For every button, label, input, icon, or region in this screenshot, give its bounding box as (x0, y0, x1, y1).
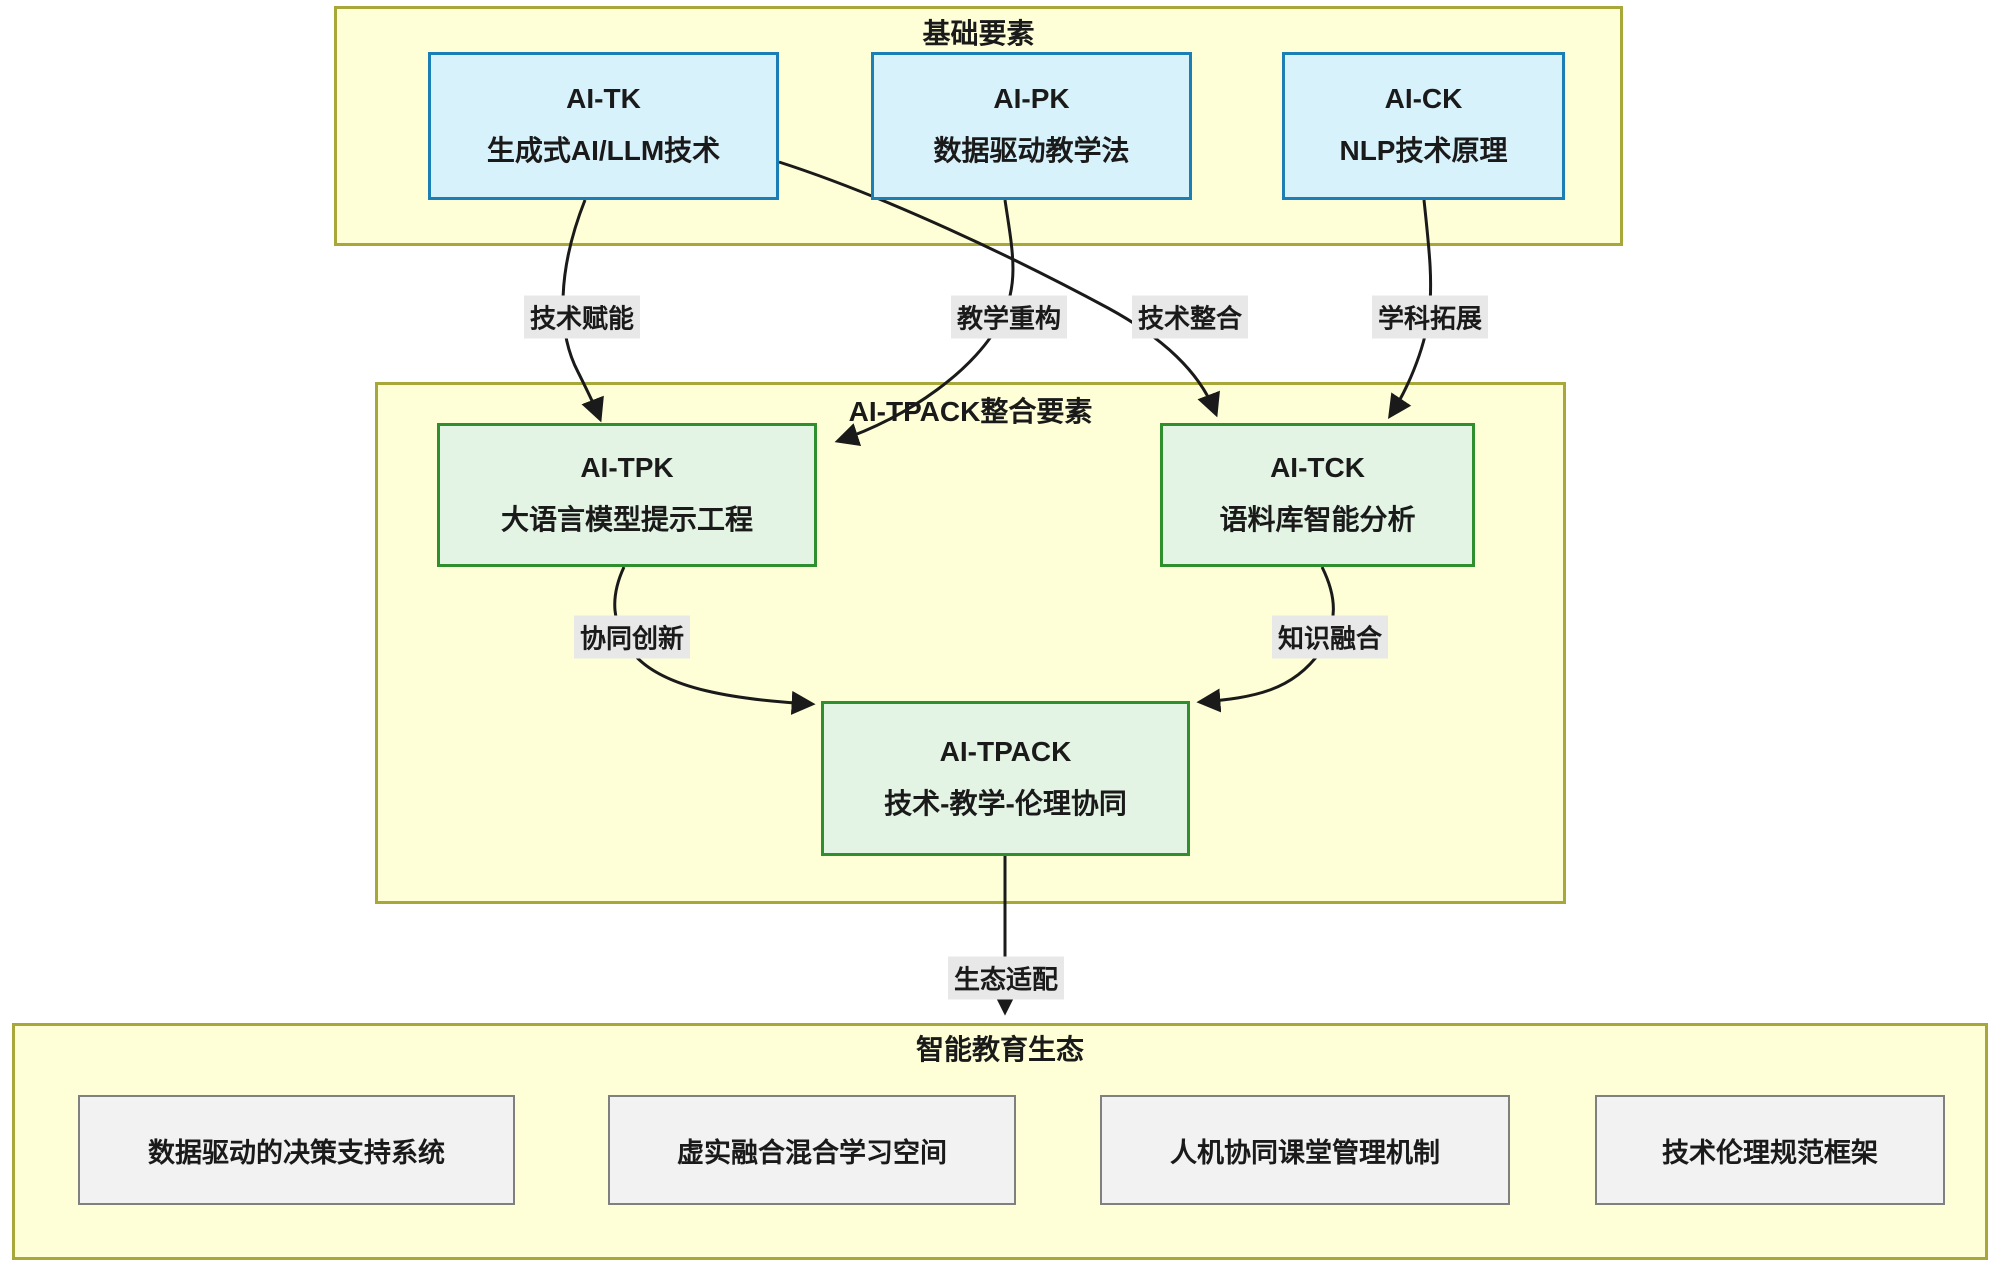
group-title-basic-elements: 基础要素 (922, 18, 1035, 49)
node-classroom-management: 人机协同课堂管理机制 (1100, 1095, 1510, 1205)
node-ai-tpk: AI-TPK 大语言模型提示工程 (437, 423, 817, 567)
node-ai-pk-desc: 数据驱动教学法 (933, 135, 1130, 166)
group-title-smart-education-ecosystem: 智能教育生态 (915, 1034, 1084, 1065)
node-ai-tpk-desc: 大语言模型提示工程 (500, 504, 753, 535)
node-ai-pk: AI-PK 数据驱动教学法 (871, 52, 1192, 200)
edge-label-teaching-restructure: 教学重构 (950, 295, 1068, 339)
node-ai-tpk-code: AI-TPK (580, 452, 674, 483)
edge-label-knowledge-fusion: 知识融合 (1271, 615, 1389, 659)
edge-label-tech-empowerment: 技术赋能 (523, 295, 641, 339)
node-blended-learning-space: 虚实融合混合学习空间 (608, 1095, 1016, 1205)
node-ai-ck: AI-CK NLP技术原理 (1282, 52, 1565, 200)
node-ai-ck-code: AI-CK (1384, 83, 1463, 114)
node-classroom-management-label: 人机协同课堂管理机制 (1170, 1137, 1440, 1168)
node-ai-tck: AI-TCK 语料库智能分析 (1160, 423, 1475, 567)
edge-label-tech-integration: 技术整合 (1131, 295, 1249, 339)
node-ai-tck-code: AI-TCK (1270, 452, 1365, 483)
node-ai-tk-desc: 生成式AI/LLM技术 (486, 135, 721, 166)
node-ai-ck-desc: NLP技术原理 (1339, 135, 1508, 166)
edge-label-collaborative-innovation: 协同创新 (573, 615, 691, 659)
node-ethics-framework: 技术伦理规范框架 (1595, 1095, 1945, 1205)
edge-label-ecosystem-adaptation: 生态适配 (947, 956, 1065, 1000)
node-decision-support-system-label: 数据驱动的决策支持系统 (148, 1137, 445, 1168)
edge-label-discipline-expansion: 学科拓展 (1371, 295, 1489, 339)
node-ai-tpack-code: AI-TPACK (939, 735, 1072, 767)
node-ethics-framework-label: 技术伦理规范框架 (1662, 1137, 1878, 1168)
node-decision-support-system: 数据驱动的决策支持系统 (78, 1095, 515, 1205)
node-ai-pk-code: AI-PK (993, 83, 1070, 114)
node-ai-tk: AI-TK 生成式AI/LLM技术 (428, 52, 779, 200)
node-ai-tk-code: AI-TK (566, 83, 641, 114)
node-ai-tpack-desc: 技术-教学-伦理协同 (884, 787, 1127, 819)
node-ai-tck-desc: 语料库智能分析 (1219, 504, 1416, 535)
node-blended-learning-space-label: 虚实融合混合学习空间 (677, 1137, 947, 1168)
node-ai-tpack: AI-TPACK 技术-教学-伦理协同 (821, 701, 1190, 856)
